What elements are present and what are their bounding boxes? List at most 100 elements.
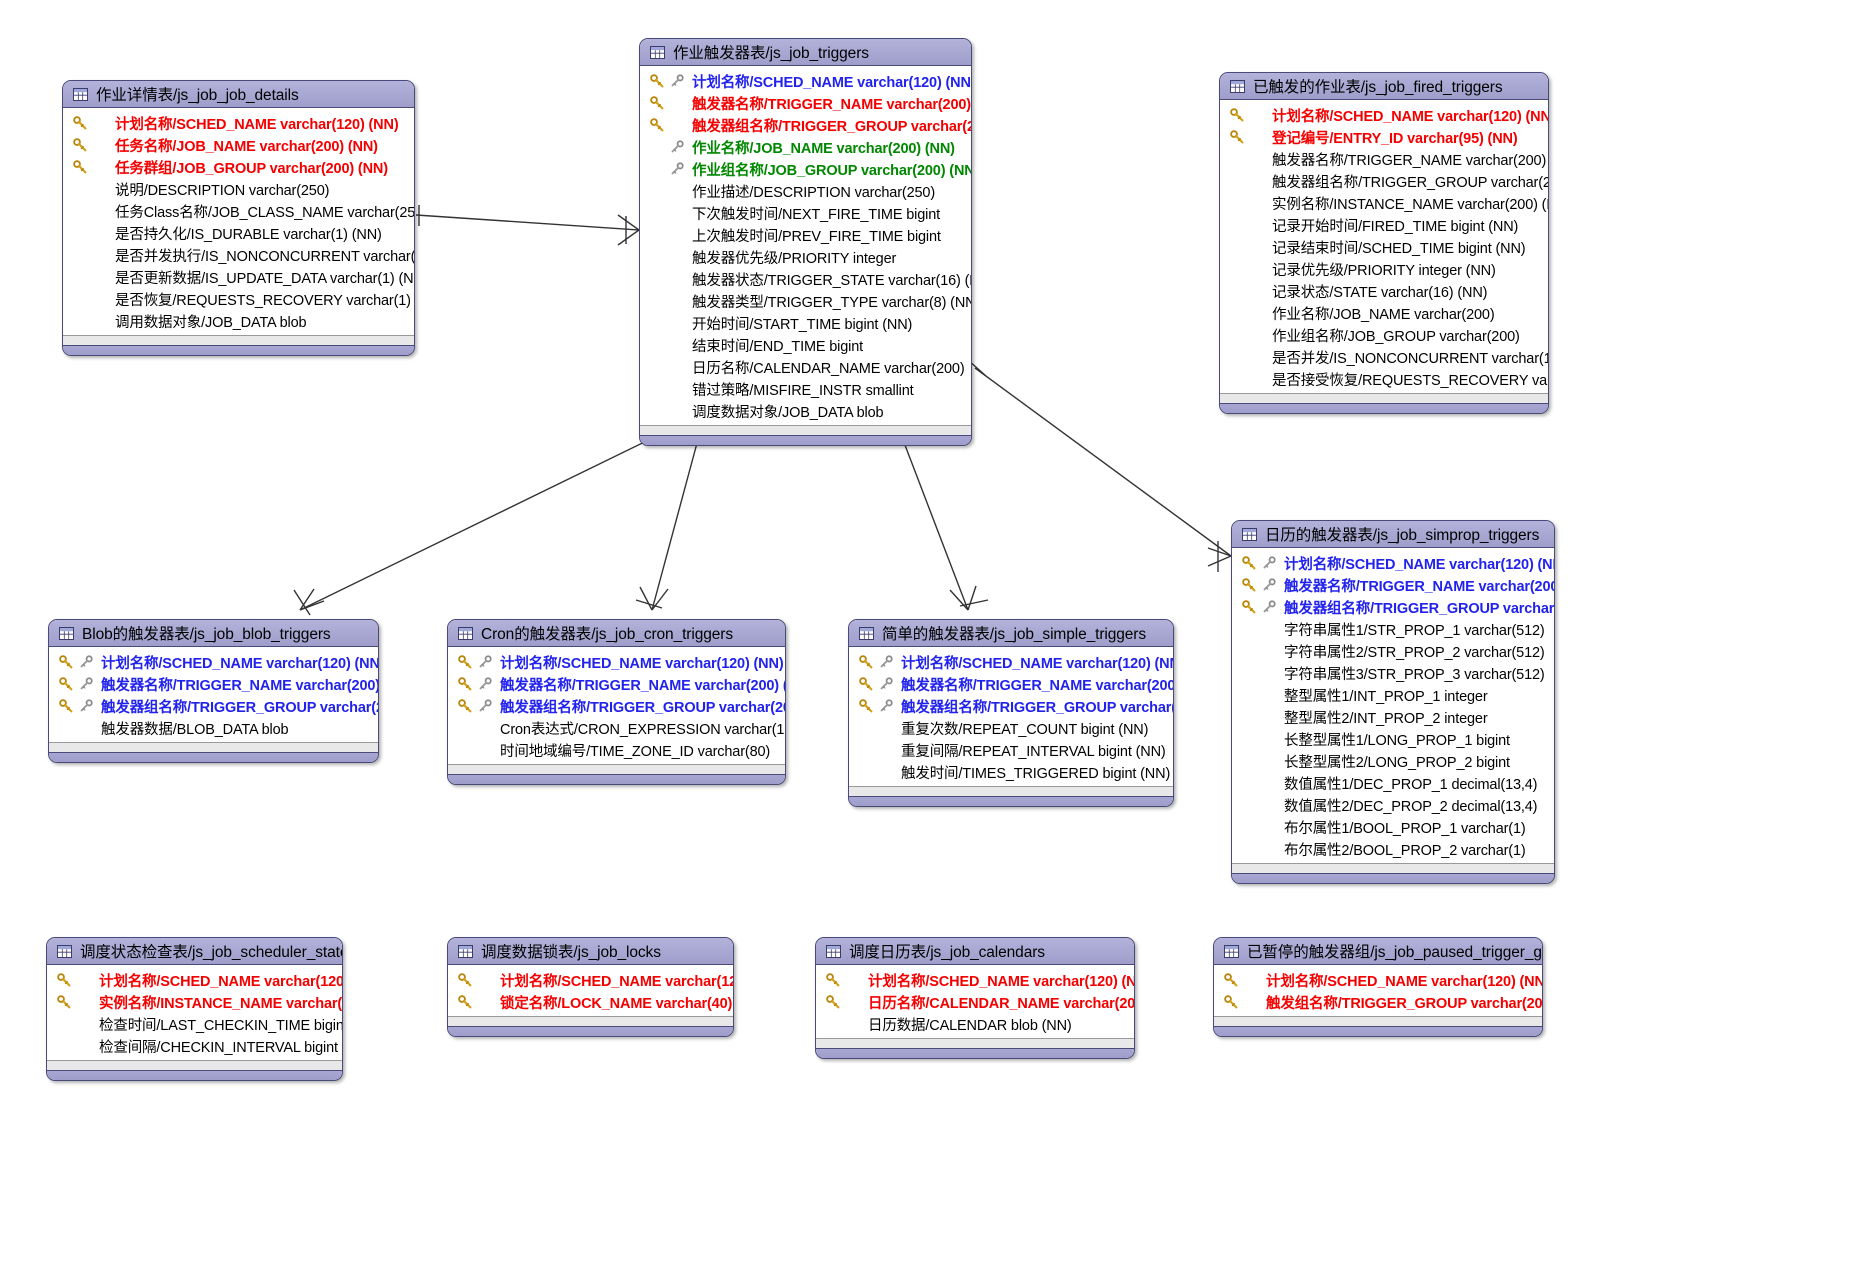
attribute-row[interactable]: 调用数据对象/JOB_DATA blob — [63, 310, 414, 332]
entity-header-job_blob_triggers[interactable]: Blob的触发器表/js_job_blob_triggers — [49, 620, 378, 647]
attribute-row[interactable]: 下次触发时间/NEXT_FIRE_TIME bigint — [640, 202, 971, 224]
entity-header-job_job_details[interactable]: 作业详情表/js_job_job_details — [63, 81, 414, 108]
attribute-row[interactable]: 触发器名称/TRIGGER_NAME varchar(200) (NN) — [448, 673, 785, 695]
attribute-row[interactable]: 触发器名称/TRIGGER_NAME varchar(200) (NN) — [640, 92, 971, 114]
entity-job_locks[interactable]: 调度数据锁表/js_job_locks 计划名称/SCHED_NAME varch… — [447, 937, 734, 1037]
attribute-row[interactable]: 计划名称/SCHED_NAME varchar(120) (NN) — [640, 70, 971, 92]
attribute-row[interactable]: 长整型属性2/LONG_PROP_2 bigint — [1232, 750, 1554, 772]
attribute-row[interactable]: 触发器状态/TRIGGER_STATE varchar(16) (NN) — [640, 268, 971, 290]
attribute-row[interactable]: 数值属性2/DEC_PROP_2 decimal(13,4) — [1232, 794, 1554, 816]
attribute-row[interactable]: 检查时间/LAST_CHECKIN_TIME bigint (NN) — [47, 1013, 342, 1035]
entity-header-job_calendars[interactable]: 调度日历表/js_job_calendars — [816, 938, 1134, 965]
attribute-row[interactable]: Cron表达式/CRON_EXPRESSION varchar(120) (NN… — [448, 717, 785, 739]
attribute-row[interactable]: 实例名称/INSTANCE_NAME varchar(200) (NN) — [1220, 192, 1548, 214]
attribute-row[interactable]: 作业组名称/JOB_GROUP varchar(200) (NN) — [640, 158, 971, 180]
attribute-row[interactable]: 触发器组名称/TRIGGER_GROUP varchar(200) (NN) — [448, 695, 785, 717]
attribute-row[interactable]: 记录结束时间/SCHED_TIME bigint (NN) — [1220, 236, 1548, 258]
entity-job_cron_triggers[interactable]: Cron的触发器表/js_job_cron_triggers 计划名称/SCHED… — [447, 619, 786, 785]
attribute-row[interactable]: 日历数据/CALENDAR blob (NN) — [816, 1013, 1134, 1035]
attribute-row[interactable]: 记录开始时间/FIRED_TIME bigint (NN) — [1220, 214, 1548, 236]
attribute-row[interactable]: 是否持久化/IS_DURABLE varchar(1) (NN) — [63, 222, 414, 244]
attribute-row[interactable]: 任务名称/JOB_NAME varchar(200) (NN) — [63, 134, 414, 156]
entity-header-job_simple_triggers[interactable]: 简单的触发器表/js_job_simple_triggers — [849, 620, 1173, 647]
attribute-row[interactable]: 触发器组名称/TRIGGER_GROUP varchar(200) (NN) — [640, 114, 971, 136]
attribute-row[interactable]: 布尔属性1/BOOL_PROP_1 varchar(1) — [1232, 816, 1554, 838]
attribute-row[interactable]: 说明/DESCRIPTION varchar(250) — [63, 178, 414, 200]
attribute-row[interactable]: 计划名称/SCHED_NAME varchar(120) (NN) — [63, 112, 414, 134]
attribute-row[interactable]: 触发组名称/TRIGGER_GROUP varchar(200) (NN) — [1214, 991, 1542, 1013]
attribute-row[interactable]: 登记编号/ENTRY_ID varchar(95) (NN) — [1220, 126, 1548, 148]
attribute-row[interactable]: 结束时间/END_TIME bigint — [640, 334, 971, 356]
attribute-row[interactable]: 实例名称/INSTANCE_NAME varchar(200) (NN) — [47, 991, 342, 1013]
attribute-row[interactable]: 整型属性1/INT_PROP_1 integer — [1232, 684, 1554, 706]
attribute-row[interactable]: 触发器优先级/PRIORITY integer — [640, 246, 971, 268]
attribute-row[interactable]: 数值属性1/DEC_PROP_1 decimal(13,4) — [1232, 772, 1554, 794]
entity-header-job_scheduler_state[interactable]: 调度状态检查表/js_job_scheduler_state — [47, 938, 342, 965]
entity-job_blob_triggers[interactable]: Blob的触发器表/js_job_blob_triggers 计划名称/SCHED… — [48, 619, 379, 763]
attribute-row[interactable]: 触发器名称/TRIGGER_NAME varchar(200) (NN) — [849, 673, 1173, 695]
attribute-row[interactable]: 记录优先级/PRIORITY integer (NN) — [1220, 258, 1548, 280]
attribute-row[interactable]: 时间地域编号/TIME_ZONE_ID varchar(80) — [448, 739, 785, 761]
attribute-row[interactable]: 任务Class名称/JOB_CLASS_NAME varchar(250) (N… — [63, 200, 414, 222]
attribute-row[interactable]: 整型属性2/INT_PROP_2 integer — [1232, 706, 1554, 728]
attribute-row[interactable]: 日历名称/CALENDAR_NAME varchar(200) (NN) — [816, 991, 1134, 1013]
attribute-row[interactable]: 字符串属性1/STR_PROP_1 varchar(512) — [1232, 618, 1554, 640]
attribute-row[interactable]: 作业名称/JOB_NAME varchar(200) — [1220, 302, 1548, 324]
attribute-row[interactable]: 是否并发/IS_NONCONCURRENT varchar(1) — [1220, 346, 1548, 368]
entity-header-job_simprop_triggers[interactable]: 日历的触发器表/js_job_simprop_triggers — [1232, 521, 1554, 548]
entity-header-job_locks[interactable]: 调度数据锁表/js_job_locks — [448, 938, 733, 965]
entity-job_job_details[interactable]: 作业详情表/js_job_job_details 计划名称/SCHED_NAME … — [62, 80, 415, 356]
entity-job_simprop_triggers[interactable]: 日历的触发器表/js_job_simprop_triggers 计划名称/SCHE… — [1231, 520, 1555, 884]
attribute-row[interactable]: 是否恢复/REQUESTS_RECOVERY varchar(1) (NN) — [63, 288, 414, 310]
entity-header-job_triggers[interactable]: 作业触发器表/js_job_triggers — [640, 39, 971, 66]
attribute-row[interactable]: 字符串属性2/STR_PROP_2 varchar(512) — [1232, 640, 1554, 662]
attribute-row[interactable]: 检查间隔/CHECKIN_INTERVAL bigint (NN) — [47, 1035, 342, 1057]
attribute-row[interactable]: 作业名称/JOB_NAME varchar(200) (NN) — [640, 136, 971, 158]
attribute-row[interactable]: 触发器数据/BLOB_DATA blob — [49, 717, 378, 739]
attribute-row[interactable]: 调度数据对象/JOB_DATA blob — [640, 400, 971, 422]
attribute-row[interactable]: 计划名称/SCHED_NAME varchar(120) (NN) — [1220, 104, 1548, 126]
attribute-row[interactable]: 计划名称/SCHED_NAME varchar(120) (NN) — [849, 651, 1173, 673]
attribute-row[interactable]: 计划名称/SCHED_NAME varchar(120) (NN) — [448, 651, 785, 673]
attribute-row[interactable]: 计划名称/SCHED_NAME varchar(120) (NN) — [49, 651, 378, 673]
attribute-row[interactable]: 开始时间/START_TIME bigint (NN) — [640, 312, 971, 334]
attribute-row[interactable]: 是否接受恢复/REQUESTS_RECOVERY varchar(1) — [1220, 368, 1548, 390]
attribute-row[interactable]: 是否并发执行/IS_NONCONCURRENT varchar(1) (NN) — [63, 244, 414, 266]
entity-job_simple_triggers[interactable]: 简单的触发器表/js_job_simple_triggers 计划名称/SCHED… — [848, 619, 1174, 807]
attribute-row[interactable]: 计划名称/SCHED_NAME varchar(120) (NN) — [1214, 969, 1542, 991]
attribute-row[interactable]: 布尔属性2/BOOL_PROP_2 varchar(1) — [1232, 838, 1554, 860]
entity-job_scheduler_state[interactable]: 调度状态检查表/js_job_scheduler_state 计划名称/SCHED… — [46, 937, 343, 1081]
attribute-row[interactable]: 长整型属性1/LONG_PROP_1 bigint — [1232, 728, 1554, 750]
attribute-row[interactable]: 任务群组/JOB_GROUP varchar(200) (NN) — [63, 156, 414, 178]
attribute-row[interactable]: 触发器名称/TRIGGER_NAME varchar(200) (NN) — [1232, 574, 1554, 596]
entity-header-job_cron_triggers[interactable]: Cron的触发器表/js_job_cron_triggers — [448, 620, 785, 647]
attribute-row[interactable]: 触发器组名称/TRIGGER_GROUP varchar(200) (NN) — [1220, 170, 1548, 192]
entity-header-job_fired_triggers[interactable]: 已触发的作业表/js_job_fired_triggers — [1220, 73, 1548, 100]
attribute-row[interactable]: 触发器类型/TRIGGER_TYPE varchar(8) (NN) — [640, 290, 971, 312]
attribute-row[interactable]: 触发器组名称/TRIGGER_GROUP varchar(200) (NN) — [849, 695, 1173, 717]
entity-job_calendars[interactable]: 调度日历表/js_job_calendars 计划名称/SCHED_NAME va… — [815, 937, 1135, 1059]
attribute-row[interactable]: 触发器名称/TRIGGER_NAME varchar(200) (NN) — [1220, 148, 1548, 170]
entity-job_triggers[interactable]: 作业触发器表/js_job_triggers 计划名称/SCHED_NAME va… — [639, 38, 972, 446]
attribute-row[interactable]: 触发器组名称/TRIGGER_GROUP varchar(200) (NN) — [49, 695, 378, 717]
attribute-row[interactable]: 触发器组名称/TRIGGER_GROUP varchar(200) (NN) — [1232, 596, 1554, 618]
attribute-row[interactable]: 触发器名称/TRIGGER_NAME varchar(200) (NN) — [49, 673, 378, 695]
attribute-row[interactable]: 是否更新数据/IS_UPDATE_DATA varchar(1) (NN) — [63, 266, 414, 288]
attribute-row[interactable]: 字符串属性3/STR_PROP_3 varchar(512) — [1232, 662, 1554, 684]
attribute-row[interactable]: 作业组名称/JOB_GROUP varchar(200) — [1220, 324, 1548, 346]
entity-header-job_paused_trigger_grps[interactable]: 已暂停的触发器组/js_job_paused_trigger_grps — [1214, 938, 1542, 965]
attribute-row[interactable]: 计划名称/SCHED_NAME varchar(120) (NN) — [47, 969, 342, 991]
attribute-row[interactable]: 重复间隔/REPEAT_INTERVAL bigint (NN) — [849, 739, 1173, 761]
entity-job_paused_trigger_grps[interactable]: 已暂停的触发器组/js_job_paused_trigger_grps 计划名称/… — [1213, 937, 1543, 1037]
attribute-row[interactable]: 计划名称/SCHED_NAME varchar(120) (NN) — [816, 969, 1134, 991]
attribute-row[interactable]: 计划名称/SCHED_NAME varchar(120) (NN) — [1232, 552, 1554, 574]
attribute-row[interactable]: 重复次数/REPEAT_COUNT bigint (NN) — [849, 717, 1173, 739]
attribute-row[interactable]: 作业描述/DESCRIPTION varchar(250) — [640, 180, 971, 202]
attribute-row[interactable]: 锁定名称/LOCK_NAME varchar(40) (NN) — [448, 991, 733, 1013]
entity-job_fired_triggers[interactable]: 已触发的作业表/js_job_fired_triggers 计划名称/SCHED_… — [1219, 72, 1549, 414]
attribute-row[interactable]: 日历名称/CALENDAR_NAME varchar(200) — [640, 356, 971, 378]
attribute-row[interactable]: 上次触发时间/PREV_FIRE_TIME bigint — [640, 224, 971, 246]
attribute-row[interactable]: 计划名称/SCHED_NAME varchar(120) (NN) — [448, 969, 733, 991]
attribute-row[interactable]: 触发时间/TIMES_TRIGGERED bigint (NN) — [849, 761, 1173, 783]
attribute-row[interactable]: 记录状态/STATE varchar(16) (NN) — [1220, 280, 1548, 302]
